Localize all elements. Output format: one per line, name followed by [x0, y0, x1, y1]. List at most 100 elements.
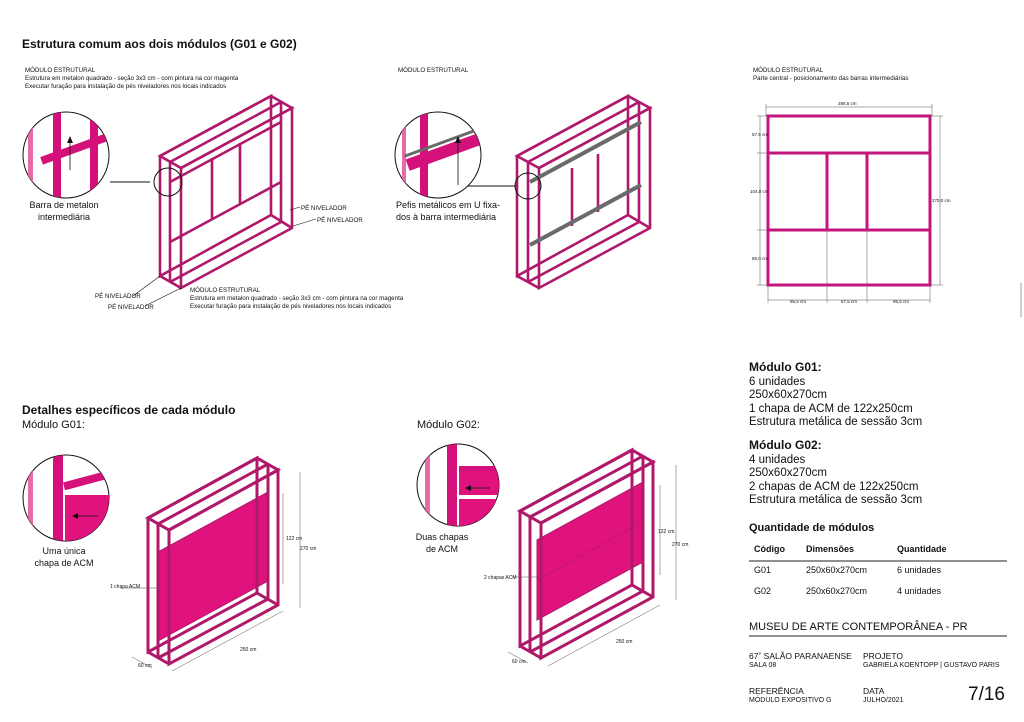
- g01-frame: [120, 455, 301, 672]
- date-value: JULHO/2021: [863, 697, 904, 704]
- project-label: PROJETO: [863, 651, 903, 661]
- reference-value: MÓDULO EXPOSITIVO G: [749, 697, 832, 704]
- g02-dim-270: 270 cm: [672, 542, 689, 548]
- g02-caption-1: Duas chapas: [415, 532, 469, 542]
- qty-row-2-code: G02: [754, 586, 772, 596]
- spec-g02-title: Módulo G02:: [749, 438, 822, 452]
- qty-header-dims: Dimensões: [806, 544, 855, 554]
- g02-dim-60: 60 cm: [512, 659, 526, 665]
- module1-label: MÓDULO ESTRUTURAL Estrutura em metalon q…: [25, 67, 238, 91]
- module1-detail-caption: Barra de metalon intermediária: [24, 199, 104, 223]
- museum-title: MUSEU DE ARTE CONTEMPORÂNEA - PR: [749, 621, 968, 633]
- g02-caption-2: de ACM: [425, 544, 458, 554]
- section-title-details: Detalhes específicos de cada módulo: [22, 403, 236, 417]
- module1-desc-2: Executar furação para instalação de pés …: [25, 83, 227, 90]
- g01-dim-250: 250 cm: [240, 647, 257, 653]
- dim-top: 285,5 cm: [838, 101, 857, 106]
- quantity-title: Quantidade de módulos: [749, 522, 875, 534]
- qty-row-2-dims: 250x60x270cm: [806, 586, 868, 596]
- module1-frame: [157, 93, 295, 291]
- qty-row-1-qty: 6 unidades: [897, 565, 942, 575]
- g01-detail-circle: [22, 454, 110, 542]
- dim-bot-1: 95,5 cm: [790, 299, 807, 304]
- module2-detail-circle: [394, 111, 482, 199]
- module1-detail-caption-2: intermediária: [37, 212, 91, 222]
- g02-title: Módulo G02:: [417, 419, 480, 431]
- module3-desc: Parte central - posicionamento das barra…: [753, 75, 909, 82]
- module2-callout-circle: [514, 172, 542, 200]
- module1-detail-caption-1: Barra de metalon: [29, 200, 99, 210]
- spec-g01: Módulo G01: 6 unidades 250x60x270cm 1 ch…: [749, 360, 923, 430]
- g02-dim-122: 122 cm: [658, 529, 675, 535]
- salon-name: 67˚ SALÃO PARANAENSE: [749, 651, 852, 661]
- pe-nivelador-label-3: PÉ NIVELADOR: [95, 293, 141, 300]
- salon-block: 67˚ SALÃO PARANAENSE SALA 08: [749, 651, 852, 671]
- pe-nivelador-label-4: PÉ NIVELADOR: [108, 304, 154, 311]
- g01-title: Módulo G01:: [22, 419, 85, 431]
- g02-caption: Duas chapas de ACM: [402, 531, 482, 555]
- g02-acm-label: 2 chapas ACM: [484, 575, 517, 581]
- module2-frame: [514, 93, 653, 291]
- dim-right: 270,0 cm: [932, 198, 951, 203]
- dim-bot-3: 95,5 cm: [893, 299, 910, 304]
- g02-detail-circle: [416, 443, 500, 527]
- dim-left-bot: 85,0 cm: [752, 256, 769, 261]
- module2-caption: Pefis metálicos em U fixa- dos à barra i…: [396, 199, 506, 223]
- g01-dim-270: 270 cm: [300, 546, 317, 552]
- g02-dim-250: 250 cm: [616, 639, 633, 645]
- spec-g01-title: Módulo G01:: [749, 360, 822, 374]
- qty-row-2-qty: 4 unidades: [897, 586, 942, 596]
- module1-label-title: MÓDULO ESTRUTURAL: [25, 67, 96, 74]
- module1-detail-circle: [22, 111, 110, 199]
- module3-label-title: MÓDULO ESTRUTURAL: [753, 67, 824, 74]
- g02-frame: [507, 447, 677, 667]
- project-value: GABRIELA KOENTOPP | GUSTAVO PARIS: [863, 662, 1000, 669]
- dim-left-top: 57,5 cm: [752, 132, 769, 137]
- qty-header-qty: Quantidade: [897, 544, 947, 554]
- spec-g02-acm: 2 chapas de ACM de 122x250cm: [749, 480, 919, 493]
- spec-g01-units: 6 unidades: [749, 375, 806, 388]
- quantity-table: Código Dimensões Quantidade G01 250x60x2…: [749, 540, 1007, 620]
- date-label: DATA: [863, 686, 885, 696]
- dim-bot-2: 57,5 cm: [841, 299, 858, 304]
- spec-g01-acm: 1 chapa de ACM de 122x250cm: [749, 402, 913, 415]
- spec-g01-dims: 250x60x270cm: [749, 389, 827, 401]
- module2-caption-2: dos à barra intermediária: [396, 212, 497, 222]
- g01-dim-60: 60 cm: [138, 663, 152, 669]
- pe-nivelador-label-2: PÉ NIVELADOR: [317, 217, 363, 224]
- pe-nivelador-label-1: PÉ NIVELADOR: [301, 205, 347, 212]
- qty-header-code: Código: [754, 544, 785, 554]
- g01-caption-1: Uma única: [42, 546, 86, 556]
- reference-block: REFERÊNCIA MÓDULO EXPOSITIVO G: [749, 686, 831, 706]
- qty-row-1-dims: 250x60x270cm: [806, 565, 868, 575]
- qty-row-1-code: G01: [754, 565, 772, 575]
- salon-room: SALA 08: [749, 662, 777, 669]
- module1-bottom-desc-1: Estrutura em metalon quadrado - seção 3x…: [190, 295, 404, 302]
- scrollbar-thumb[interactable]: [1020, 283, 1022, 317]
- module2-label: MÓDULO ESTRUTURAL: [398, 67, 469, 74]
- spec-g01-structure: Estrutura metálica de sessão 3cm: [749, 416, 923, 428]
- g01-dim-122: 122 cm: [286, 536, 303, 542]
- spec-g02: Módulo G02: 4 unidades 250x60x270cm 2 ch…: [749, 438, 923, 508]
- project-block: PROJETO GABRIELA KOENTOPP | GUSTAVO PARI…: [863, 651, 1000, 671]
- module2-caption-1: Pefis metálicos em U fixa-: [396, 200, 501, 210]
- module1-bottom-label-title: MÓDULO ESTRUTURAL: [190, 287, 261, 294]
- spec-g02-structure: Estrutura metálica de sessão 3cm: [749, 494, 923, 506]
- section-title-structure: Estrutura comum aos dois módulos (G01 e …: [22, 37, 297, 51]
- spec-g02-units: 4 unidades: [749, 453, 806, 466]
- module3-elevation: [757, 104, 943, 303]
- module1-desc-1: Estrutura em metalon quadrado - seção 3x…: [25, 75, 239, 82]
- dim-left-mid: 104,0 cm: [750, 189, 769, 194]
- date-block: DATA JULHO/2021: [863, 686, 903, 706]
- module2-u-profile-bottom: [529, 183, 642, 247]
- module1-callout-circle: [153, 167, 183, 197]
- page-number: 7/16: [968, 684, 1005, 705]
- g01-caption: Uma única chapa de ACM: [24, 545, 104, 569]
- module1-bottom-label: MÓDULO ESTRUTURAL Estrutura em metalon q…: [190, 287, 403, 311]
- spec-g02-dims: 250x60x270cm: [749, 467, 827, 479]
- module2-u-profile-top: [529, 120, 642, 184]
- module3-label: MÓDULO ESTRUTURAL Parte central - posici…: [753, 67, 908, 83]
- g01-acm-label: 1 chapa ACM: [110, 584, 141, 590]
- module1-bottom-desc-2: Executar furação para instalação de pés …: [190, 303, 392, 310]
